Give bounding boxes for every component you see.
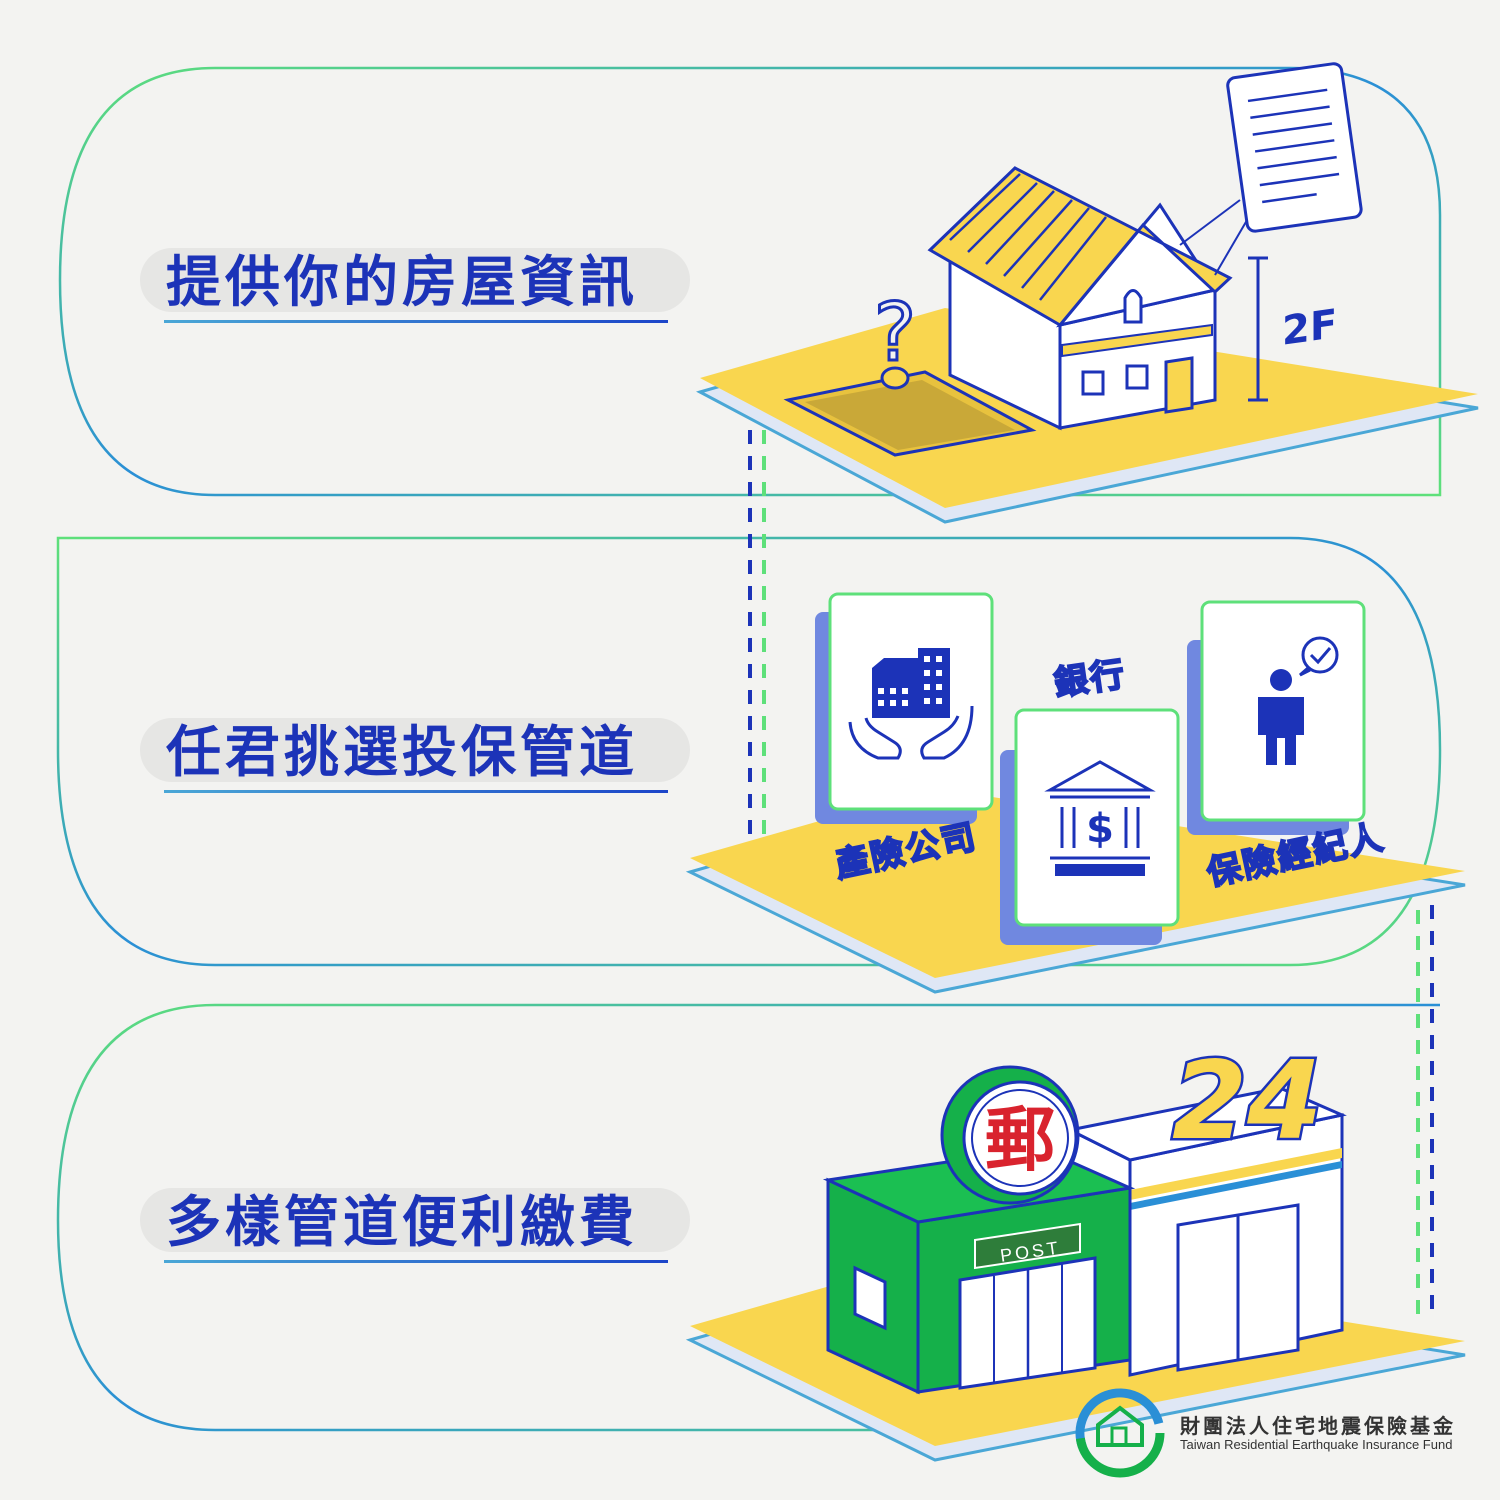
bank-building-icon (1044, 760, 1156, 876)
step-2-title: 任君挑選投保管道 (166, 720, 639, 784)
step-3-title: 多樣管道便利繳費 (166, 1190, 639, 1254)
post-logo-icon: 郵 (985, 1099, 1055, 1181)
house-document-icon (1179, 62, 1363, 276)
height-indicator (1248, 256, 1268, 402)
house-icon (927, 166, 1233, 431)
step-1-heading: 提供你的房屋資訊 (140, 248, 690, 323)
floor-label: 2F (1282, 301, 1337, 355)
bank-dollar-icon: $ (1086, 806, 1114, 852)
question-mark-icon: ? (874, 286, 916, 379)
step-2-underline (164, 790, 668, 793)
step-2-heading: 任君挑選投保管道 (140, 718, 690, 793)
broker-card (1187, 600, 1366, 835)
step-3-heading: 多樣管道便利繳費 (140, 1188, 690, 1263)
frame-step-3 (56, 1003, 1440, 1432)
channel-label-bank[interactable]: 銀行 (1051, 653, 1130, 705)
connector-2-3 (1416, 905, 1434, 1320)
insurer-hands-icon (848, 705, 974, 760)
store-24-sign: 24 (1172, 1039, 1322, 1164)
bank-card: $ (1000, 708, 1180, 945)
step-1-underline (164, 320, 668, 323)
frame-step-1 (58, 66, 1442, 497)
broker-check-bubble-icon (1299, 636, 1339, 677)
fund-name-cn: 財團法人住宅地震保險基金 (1180, 1414, 1456, 1438)
broker-person-icon (1258, 669, 1304, 765)
step-1-title: 提供你的房屋資訊 (166, 250, 639, 314)
frame-step-2 (56, 536, 1442, 967)
post-logo-badge (940, 1065, 1080, 1205)
question-mark-dot (880, 366, 910, 390)
fund-name-en: Taiwan Residential Earthquake Insurance … (1180, 1437, 1453, 1452)
fund-logo-icon (1075, 1388, 1165, 1478)
insurer-card (815, 592, 994, 824)
connector-1-2 (748, 430, 766, 870)
empty-lot (783, 370, 1037, 457)
step-3-underline (164, 1260, 668, 1263)
